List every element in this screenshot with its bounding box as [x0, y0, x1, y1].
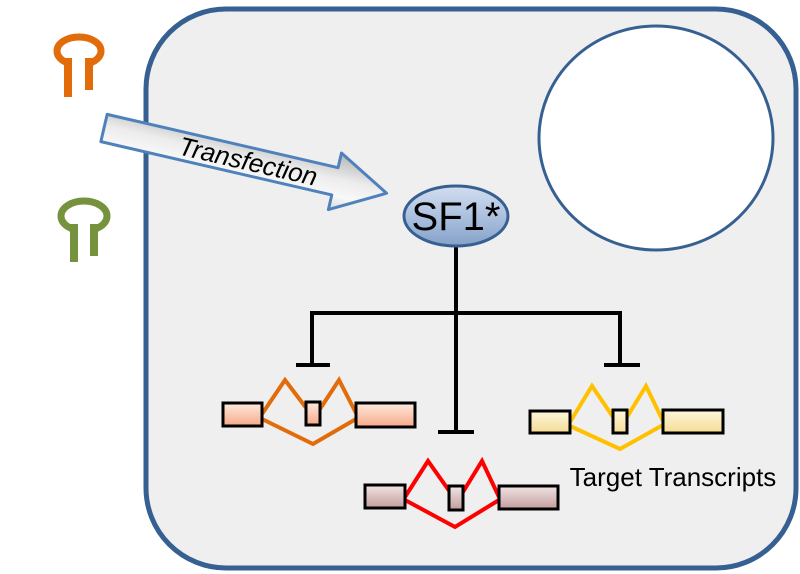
sf1-label: SF1* [412, 195, 501, 239]
orange-shrna-hairpin [53, 33, 105, 100]
sf1-ellipse [402, 184, 510, 248]
red-exon-right [497, 484, 560, 511]
nucleus [537, 24, 775, 252]
sf1-protein: SF1* [402, 184, 510, 248]
red-intron-upper [403, 456, 501, 499]
target-transcripts-label: Target Transcripts [570, 462, 777, 492]
orange-exon-right [354, 401, 417, 429]
green-hairpin-stem-gap [78, 222, 91, 264]
red-exon-middle [447, 484, 465, 512]
yellow-transcript [528, 381, 725, 452]
yellow-exon-middle [611, 408, 629, 435]
yellow-exon-right [661, 408, 725, 435]
red-transcript [363, 456, 560, 530]
green-shrna-hairpin [57, 197, 111, 264]
red-intron-lower [404, 498, 501, 530]
yellow-intron-lower [569, 423, 664, 452]
orange-intron-lower [261, 417, 358, 447]
yellow-transcript-introns [568, 381, 665, 452]
orange-hairpin-stem-gap [72, 56, 85, 100]
yellow-exon-left [528, 409, 572, 435]
red-transcript-introns [403, 456, 501, 530]
transfection-arrow-shape [99, 112, 389, 212]
yellow-intron-upper [568, 381, 665, 424]
orange-exon-left [221, 401, 264, 428]
red-exon-left [363, 483, 407, 510]
orange-intron-upper [260, 376, 358, 416]
orange-exon-middle [304, 400, 322, 427]
orange-transcript [221, 376, 417, 447]
inhibition-lines [296, 246, 640, 434]
orange-transcript-introns [260, 376, 358, 447]
